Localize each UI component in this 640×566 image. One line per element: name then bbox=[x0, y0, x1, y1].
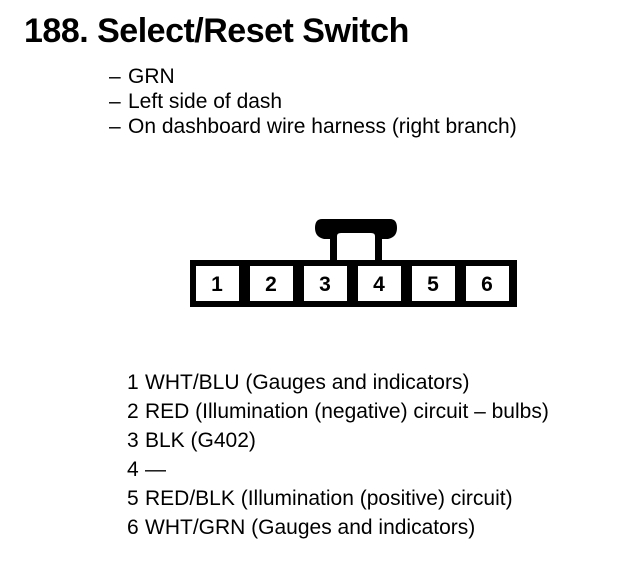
list-item: –On dashboard wire harness (right branch… bbox=[109, 114, 517, 139]
legend-pin-number: 6 bbox=[127, 516, 139, 539]
list-item: –GRN bbox=[109, 64, 517, 89]
cavity-2[interactable] bbox=[250, 266, 293, 301]
legend-pin-number: 4 bbox=[127, 458, 139, 481]
legend-row: 4— bbox=[127, 455, 549, 484]
legend-row: 6 WHT/GRN (Gauges and indicators) bbox=[127, 513, 549, 542]
locking-tab-top-edge bbox=[322, 219, 390, 225]
cavity-4[interactable] bbox=[358, 266, 401, 301]
pin-legend: 1 WHT/BLU (Gauges and indicators) 2 RED (I… bbox=[127, 368, 549, 542]
legend-pin-description: — bbox=[145, 458, 166, 481]
attribute-list: –GRN –Left side of dash –On dashboard wi… bbox=[109, 64, 517, 139]
bullet-dash: – bbox=[109, 90, 121, 113]
legend-pin-number: 5 bbox=[127, 487, 139, 510]
cavity-3[interactable] bbox=[304, 266, 347, 301]
cavity-label-6: 6 bbox=[481, 273, 493, 296]
legend-pin-description: WHT/BLU (Gauges and indicators) bbox=[145, 371, 470, 394]
legend-pin-number: 3 bbox=[127, 429, 139, 452]
legend-pin-description: BLK (G402) bbox=[145, 429, 256, 452]
page-title: 188. Select/Reset Switch bbox=[24, 12, 409, 50]
legend-row: 5 RED/BLK (Illumination (positive) circui… bbox=[127, 484, 549, 513]
locking-tab-icon bbox=[315, 219, 397, 262]
list-item-label: GRN bbox=[128, 65, 175, 88]
cavity-6[interactable] bbox=[466, 266, 509, 301]
list-item-label: On dashboard wire harness (right branch) bbox=[128, 115, 517, 138]
legend-row: 1 WHT/BLU (Gauges and indicators) bbox=[127, 368, 549, 397]
legend-pin-number: 2 bbox=[127, 400, 139, 423]
connector-body bbox=[190, 260, 517, 307]
legend-pin-description: WHT/GRN (Gauges and indicators) bbox=[145, 516, 476, 539]
bullet-dash: – bbox=[109, 115, 121, 138]
legend-pin-number: 1 bbox=[127, 371, 139, 394]
legend-pin-description: RED (Illumination (negative) circuit – b… bbox=[145, 400, 549, 423]
list-item: –Left side of dash bbox=[109, 89, 517, 114]
list-item-label: Left side of dash bbox=[128, 90, 283, 113]
connector-svg: 1 2 3 4 5 6 bbox=[190, 219, 517, 307]
cavity-5[interactable] bbox=[412, 266, 455, 301]
cavity-label-4: 4 bbox=[373, 273, 385, 296]
bullet-dash: – bbox=[109, 65, 121, 88]
legend-row: 2 RED (Illumination (negative) circuit – … bbox=[127, 397, 549, 426]
cavity-1[interactable] bbox=[196, 266, 239, 301]
cavity-label-5: 5 bbox=[427, 273, 439, 296]
cavity-label-2: 2 bbox=[265, 273, 277, 296]
cavity-label-1: 1 bbox=[211, 273, 223, 296]
connector-diagram: 1 2 3 4 5 6 bbox=[185, 208, 527, 317]
legend-row: 3 BLK (G402) bbox=[127, 426, 549, 455]
cavity-label-3: 3 bbox=[319, 273, 331, 296]
legend-pin-description: RED/BLK (Illumination (positive) circuit… bbox=[145, 487, 513, 510]
